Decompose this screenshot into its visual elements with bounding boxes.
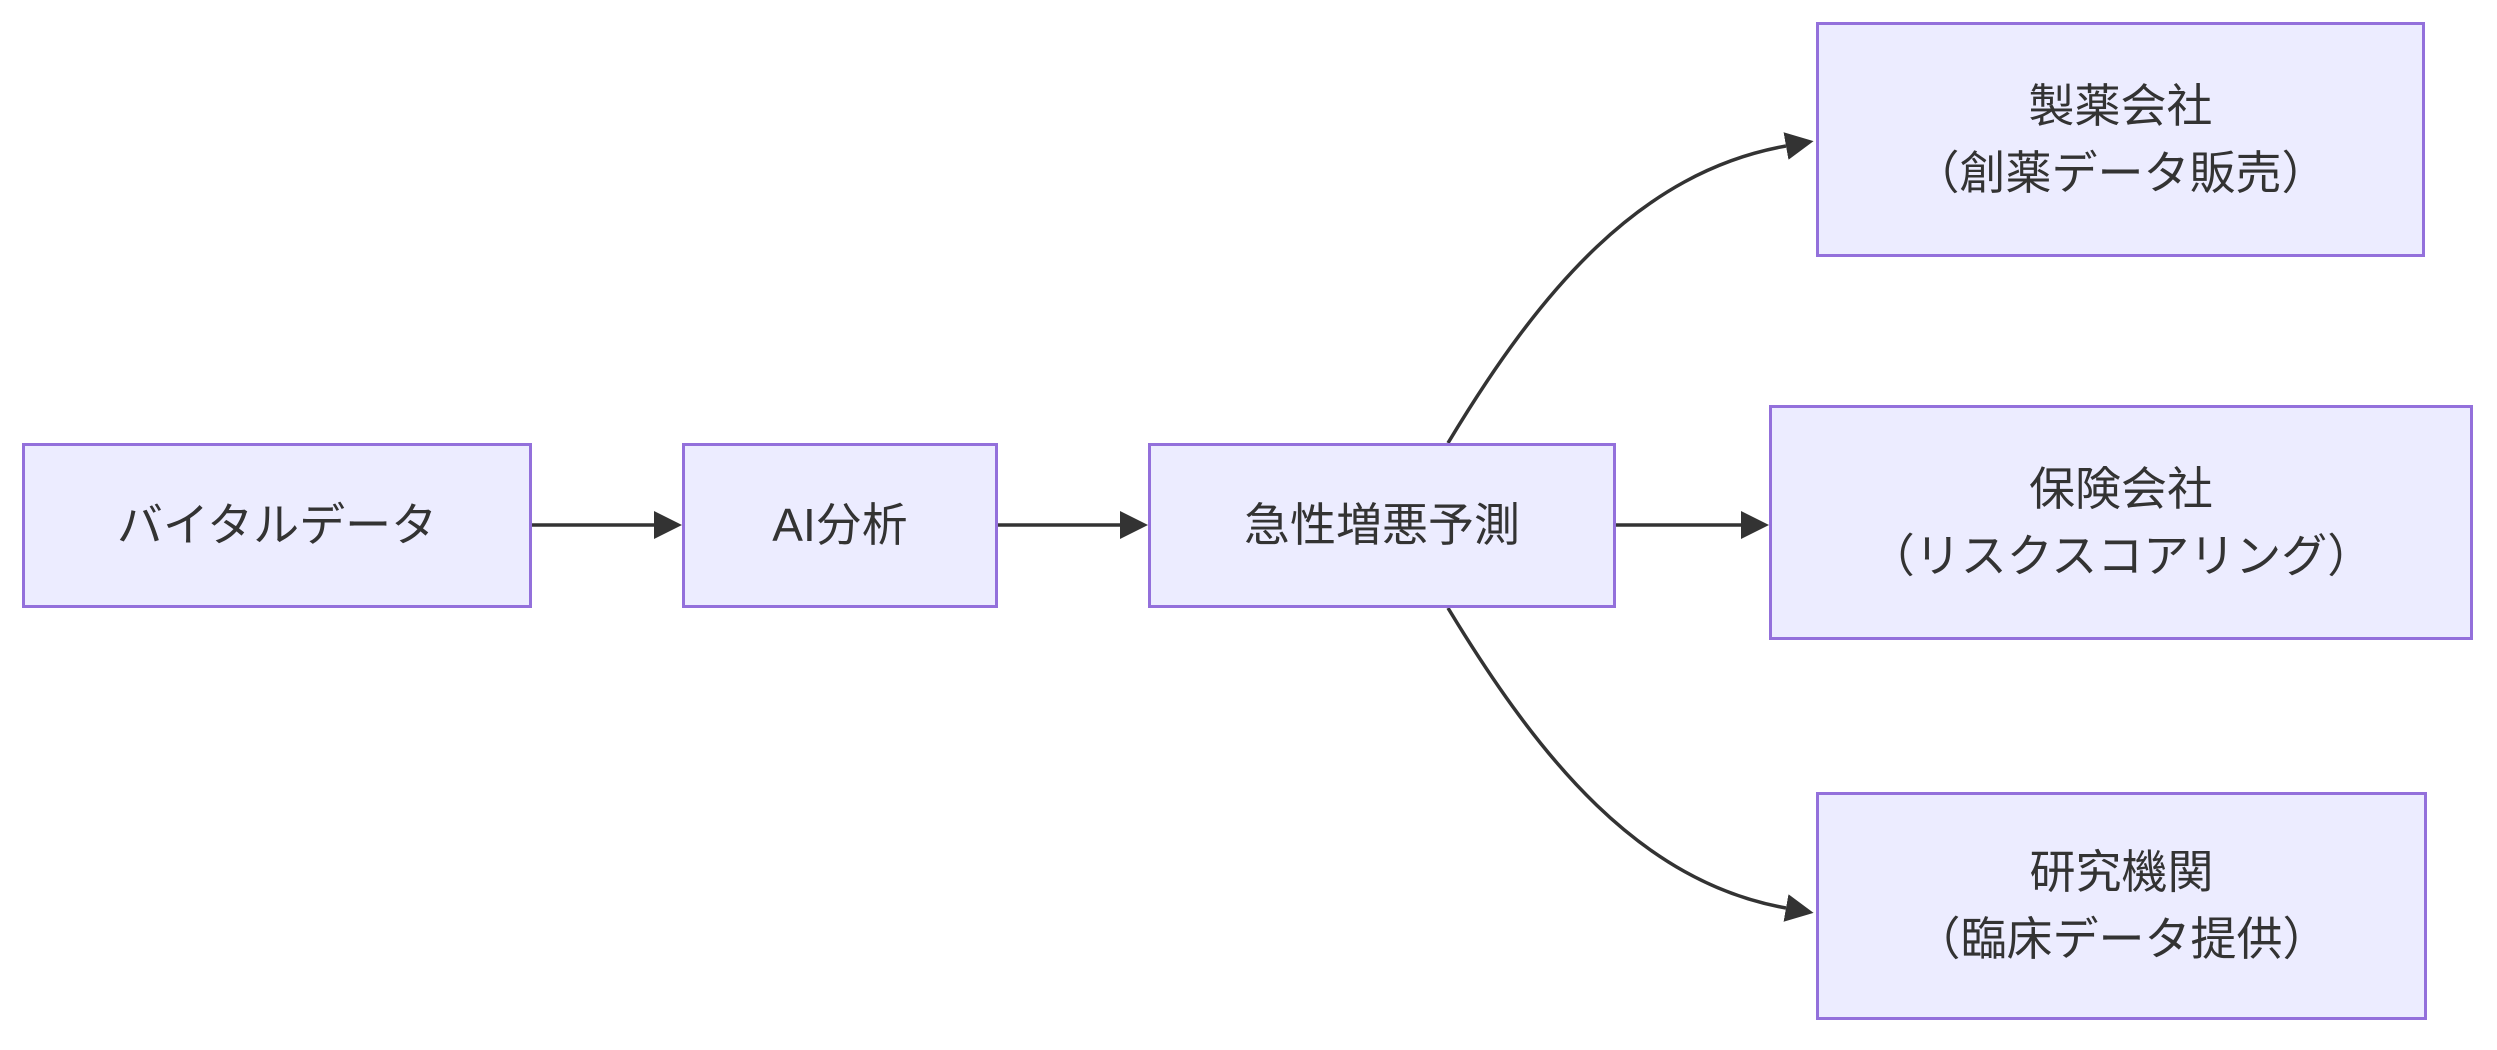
node-label: AI分析: [772, 499, 908, 552]
node-pharma-company: 製薬会社 （創薬データ販売）: [1816, 22, 2425, 257]
node-sublabel: （創薬データ販売）: [1913, 146, 2328, 199]
edge-predict-to-research: [1446, 607, 1814, 922]
node-sublabel: （リスクスコアリング）: [1868, 529, 2374, 582]
node-sublabel: （臨床データ提供）: [1914, 913, 2329, 965]
node-insurance-company: 保険会社 （リスクスコアリング）: [1769, 405, 2473, 640]
node-research-institution: 研究機関 （臨床データ提供）: [1816, 792, 2427, 1020]
node-label: 製薬会社: [2028, 79, 2213, 132]
node-ai-analysis: AI分析: [682, 443, 998, 608]
node-label: バイタルデータ: [116, 499, 438, 552]
node-vital-data: バイタルデータ: [22, 443, 532, 608]
node-label: 研究機関: [2029, 846, 2214, 899]
edge-predict-to-pharma: [1446, 132, 1814, 444]
node-exacerbation-prediction: 急性増悪予測: [1148, 443, 1616, 608]
node-label: 急性増悪予測: [1244, 499, 1520, 552]
node-label: 保険会社: [2029, 462, 2213, 515]
